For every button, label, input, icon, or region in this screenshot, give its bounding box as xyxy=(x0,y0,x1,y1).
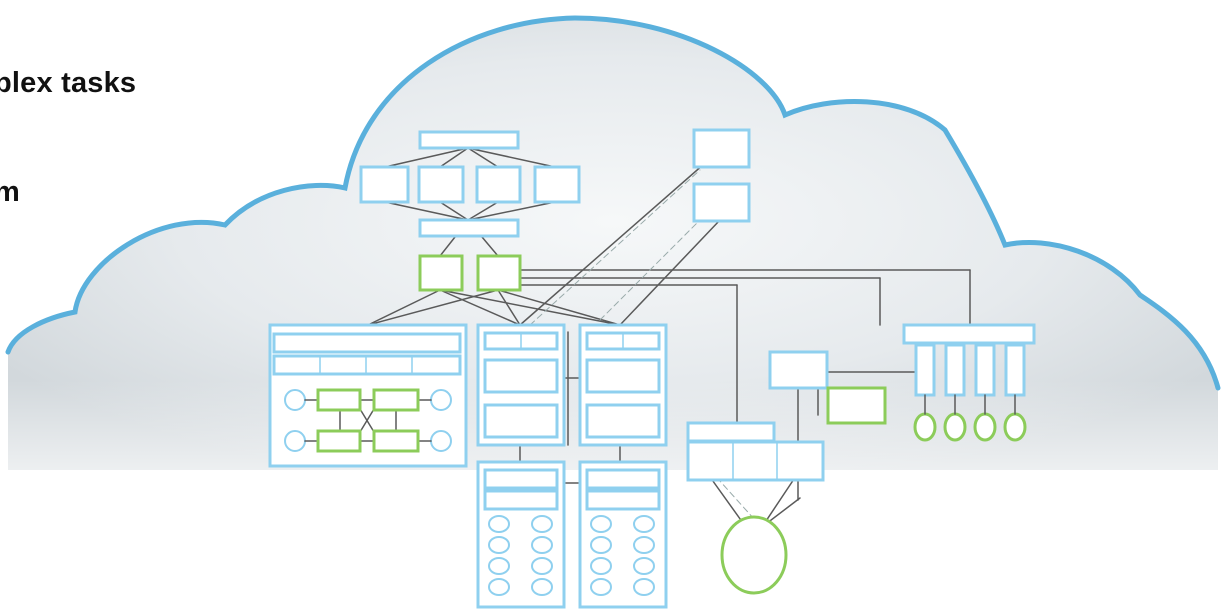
network-diagram-icon xyxy=(268,128,1036,609)
slide-text-line-2: m xyxy=(0,176,20,208)
cloud-shape-icon xyxy=(0,15,1221,530)
slide-text-line-3: l xyxy=(0,331,2,364)
slide-text-line-1: plex tasks xyxy=(0,67,137,99)
